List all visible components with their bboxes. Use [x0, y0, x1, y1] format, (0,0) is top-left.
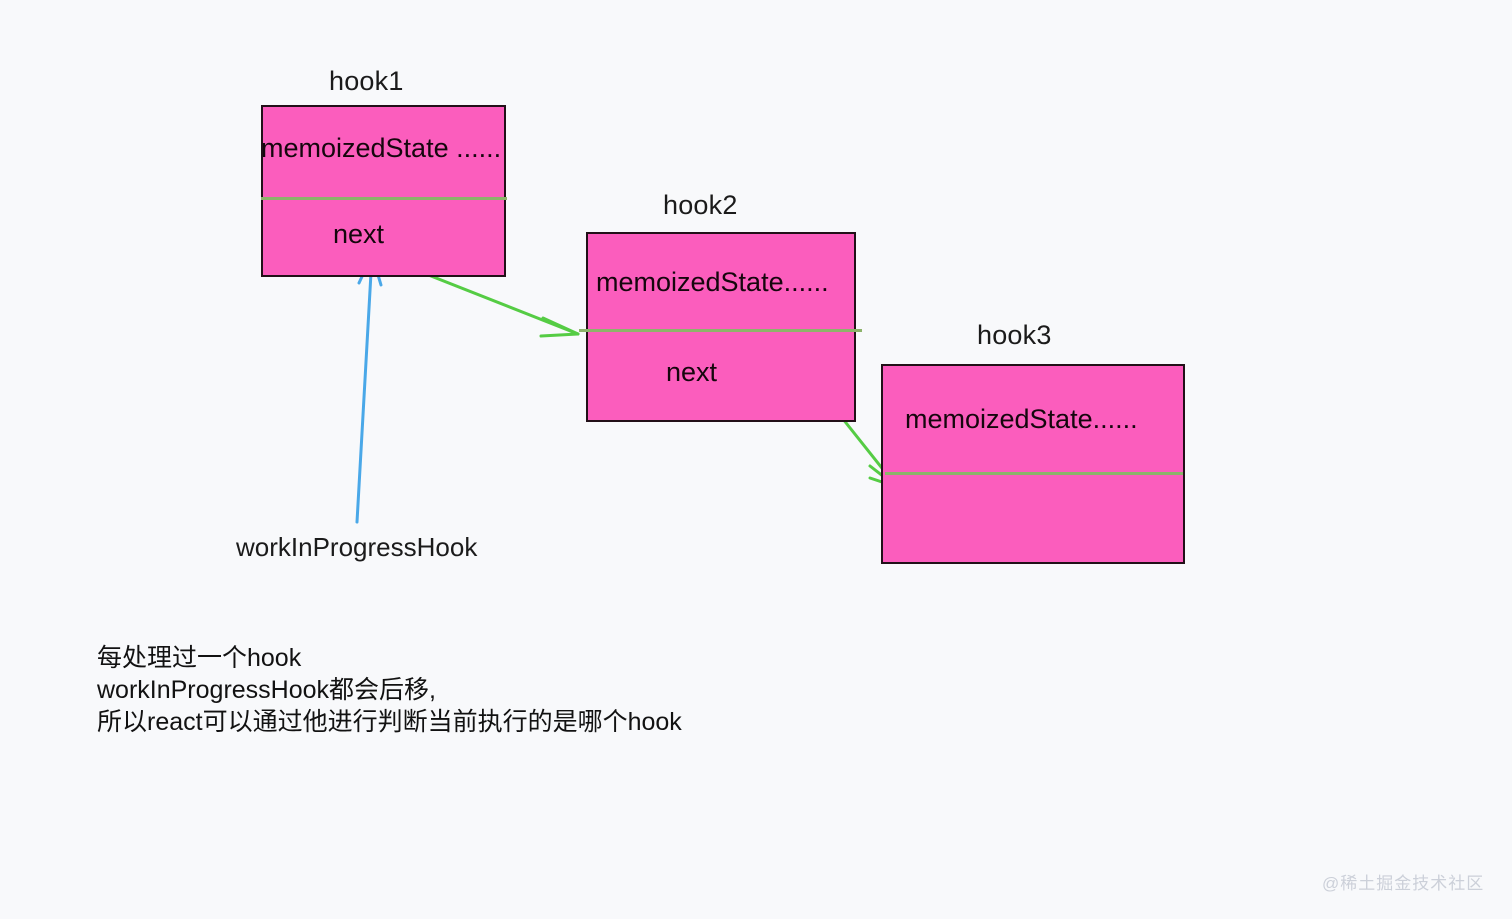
hook1-divider	[261, 197, 507, 200]
hook2-next-label: next	[666, 357, 718, 387]
hook1-node[interactable]	[261, 105, 506, 277]
hook2-divider	[579, 329, 862, 332]
hook2-node[interactable]	[586, 232, 856, 422]
work-in-progress-hook-label: workInProgressHook	[236, 532, 478, 562]
hook3-node[interactable]	[881, 364, 1185, 564]
hook1-memoized-state-label: memoizedState ......	[261, 133, 502, 163]
hook3-memoized-state-label: memoizedState......	[905, 404, 1138, 434]
hook2-memoized-state-label: memoizedState......	[596, 267, 829, 297]
watermark: @稀土掘金技术社区	[1322, 874, 1485, 893]
hook1-title: hook1	[329, 66, 404, 96]
explanation-note: 每处理过一个hook workInProgressHook都会后移, 所以rea…	[97, 644, 682, 736]
hook1-next-label: next	[333, 219, 385, 249]
hook2-title: hook2	[663, 190, 738, 220]
edge-pointer-to-hook1	[355, 253, 383, 524]
hook3-divider	[885, 472, 1183, 475]
hook3-title: hook3	[977, 320, 1052, 350]
